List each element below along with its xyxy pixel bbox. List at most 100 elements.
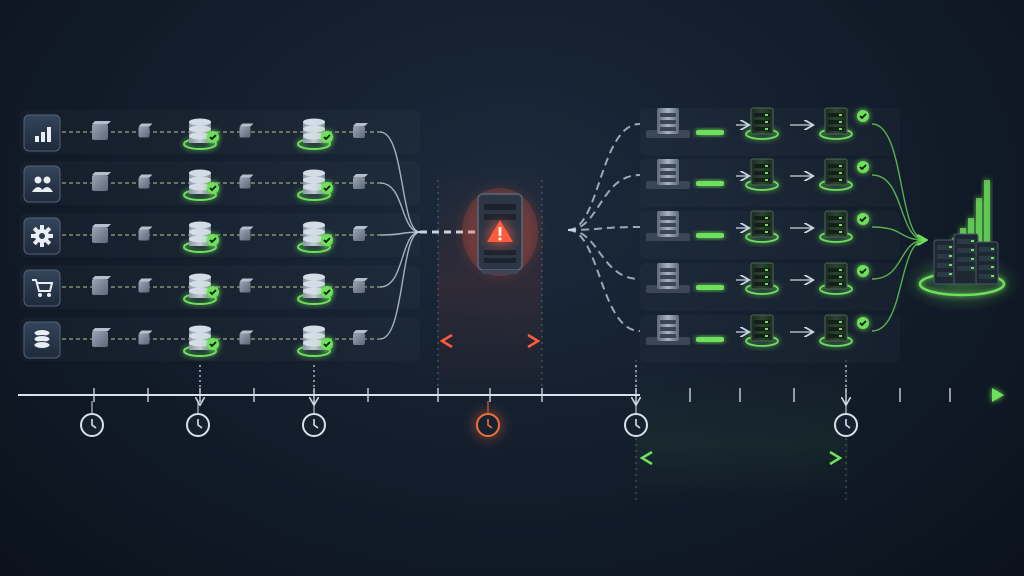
db-segment-top [303,125,325,133]
db-segment-top [303,176,325,184]
server-led [839,128,842,130]
stage-node [239,278,254,293]
recovery-server-healthy [745,107,779,140]
db-segment-top [189,325,211,333]
server-led [839,224,842,226]
server-base [482,270,518,274]
cube-top [138,226,153,230]
gear-tooth [40,242,44,247]
progress-bar [696,285,724,290]
cube-node [239,281,251,293]
rack-led [971,240,974,242]
server-led [765,217,768,219]
stage-node [92,121,111,140]
server-led [839,165,842,167]
stage-node [353,226,368,241]
stage-node [239,330,254,345]
server-led [839,328,842,330]
db-segment-top [303,221,325,229]
growth-bar [976,198,982,252]
gear-hole [39,233,45,239]
db-segment-top [303,169,325,177]
server-slot [660,320,676,324]
cube-top [239,330,254,334]
server-led [765,283,768,285]
server-slot [828,113,844,117]
rack-led [949,246,952,248]
rack-led [971,267,974,269]
shopping-cart-icon [32,279,54,297]
stage-node [239,174,254,189]
server-slot [660,120,676,124]
recovery-server-healthy [745,262,779,295]
clock-hands [313,419,319,429]
recovery-stages [646,107,869,347]
server-slot [660,216,676,220]
clock-hands [197,419,203,429]
timeline [18,333,1004,466]
server-led [839,321,842,323]
user-head [34,176,42,184]
cube-top [353,330,368,333]
server-led [765,172,768,174]
stage-node [92,276,111,295]
check-mark [209,134,217,141]
server-slot [828,275,844,279]
source-gear-icon [23,217,61,255]
rack-unit [937,245,953,250]
cart-wheel [38,293,42,297]
recovery-progress-bar [696,285,724,290]
clock-hands [487,419,493,429]
server-led [765,328,768,330]
db-segment-top [303,339,325,347]
server-slot [660,275,676,279]
progress-bar [696,337,724,342]
stage-database-checked [297,118,333,150]
server-slot [754,334,770,338]
server-slot [660,113,676,117]
server-led [765,276,768,278]
failure-node [462,188,538,276]
destination-warehouse [902,180,1022,312]
server-slot [828,120,844,124]
db-segment-top [189,339,211,347]
recovery-server-healthy-checked [819,314,869,347]
server-slot [828,164,844,168]
server-slot [754,275,770,279]
check-mark [859,320,867,327]
rack-unit [957,239,975,244]
server-slot [754,178,770,182]
check-mark [323,237,331,244]
clock-icon [834,401,858,437]
cube-top [92,328,111,331]
cube-node [353,229,365,241]
rack-led [949,255,952,257]
server-slot [828,268,844,272]
source-database-icon [23,321,61,359]
rack-unit [979,256,995,261]
cube-node [92,227,108,243]
connectors [62,124,925,340]
merge-connector [379,231,421,340]
fanout-connector [567,174,641,231]
rack-led [971,249,974,251]
database-icon [33,329,51,349]
db-segment-top [303,118,325,126]
server-slot [660,268,676,272]
server-slot [828,334,844,338]
recovery-span-right-head [829,450,843,466]
server-led [765,335,768,337]
users-icon [32,176,53,192]
server-slot [660,127,676,131]
merge-connector [379,231,421,236]
gear-tooth [48,234,53,238]
server-slot [754,230,770,234]
rack-unit [937,272,953,277]
warning-dot [498,237,502,241]
check-mark [209,185,217,192]
recovery-progress-bar [696,233,724,238]
recovery-server [646,211,690,241]
rack-led [991,275,994,277]
rack-unit [957,248,975,253]
